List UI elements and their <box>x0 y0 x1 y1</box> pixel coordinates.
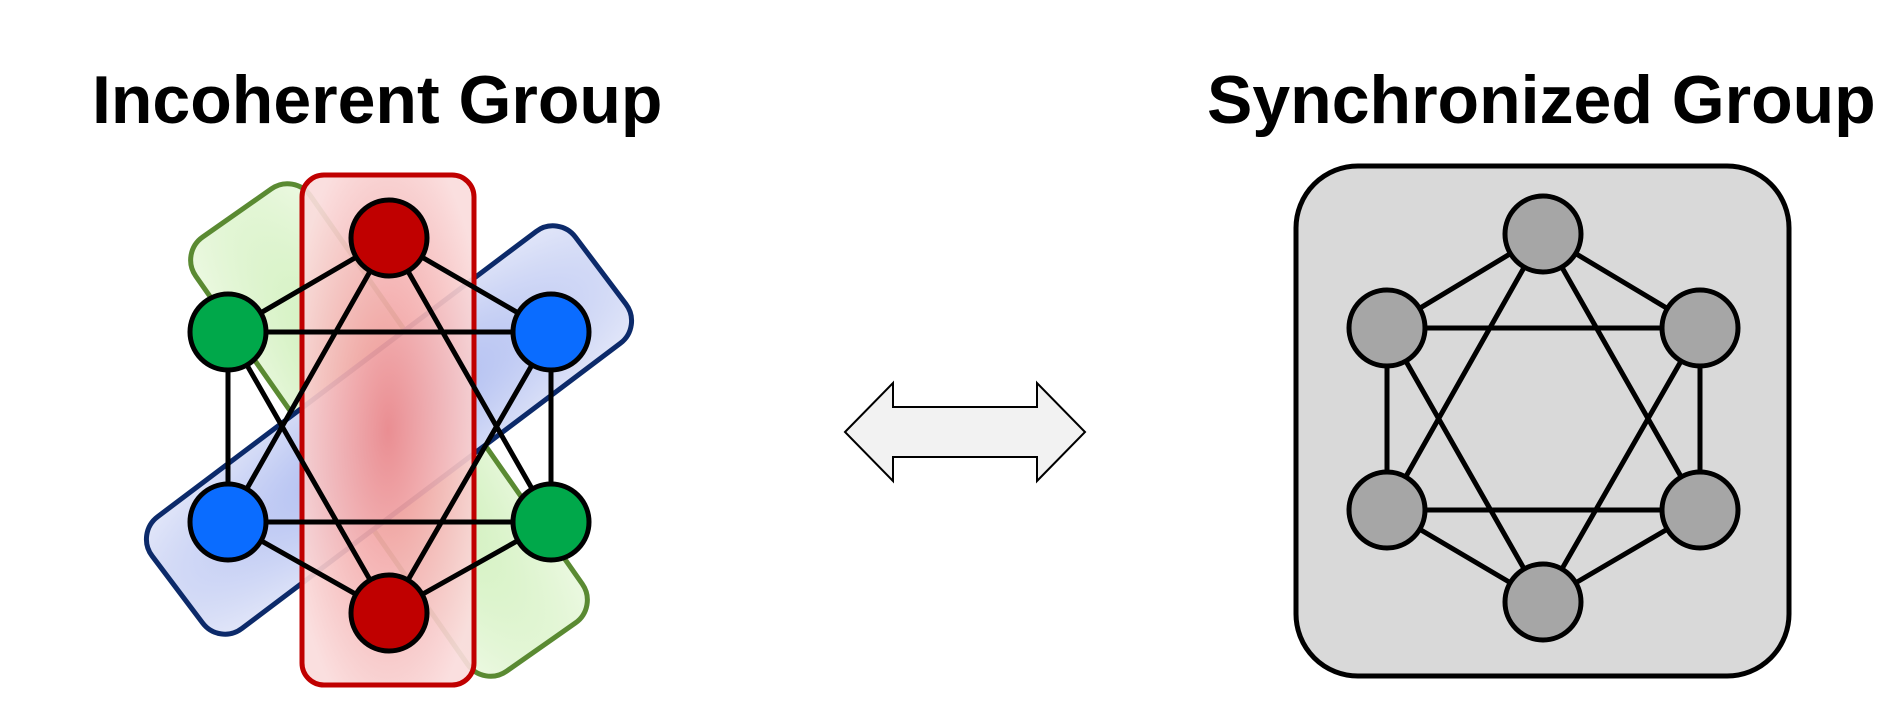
double-headed-arrow-icon <box>843 380 1087 484</box>
blue-node-left <box>187 481 269 563</box>
green-node-right <box>510 481 592 563</box>
gray-node-lower-left <box>1346 469 1428 551</box>
gray-node-lower-right <box>1659 469 1741 551</box>
synchronized-group <box>1293 163 1792 679</box>
green-node-left <box>187 291 269 373</box>
synchronized-group-title: Synchronized Group <box>1207 62 1876 138</box>
red-region <box>299 172 477 688</box>
gray-node-top <box>1502 193 1584 275</box>
incoherent-group-title: Incoherent Group <box>92 62 663 138</box>
red-node-bottom <box>348 572 430 654</box>
synchronized-container <box>1293 163 1792 679</box>
gray-node-bottom <box>1502 561 1584 643</box>
blue-node-right <box>510 291 592 373</box>
gray-node-upper-right <box>1659 287 1741 369</box>
red-node-top <box>348 197 430 279</box>
gray-node-upper-left <box>1346 287 1428 369</box>
incoherent-group <box>143 172 635 688</box>
